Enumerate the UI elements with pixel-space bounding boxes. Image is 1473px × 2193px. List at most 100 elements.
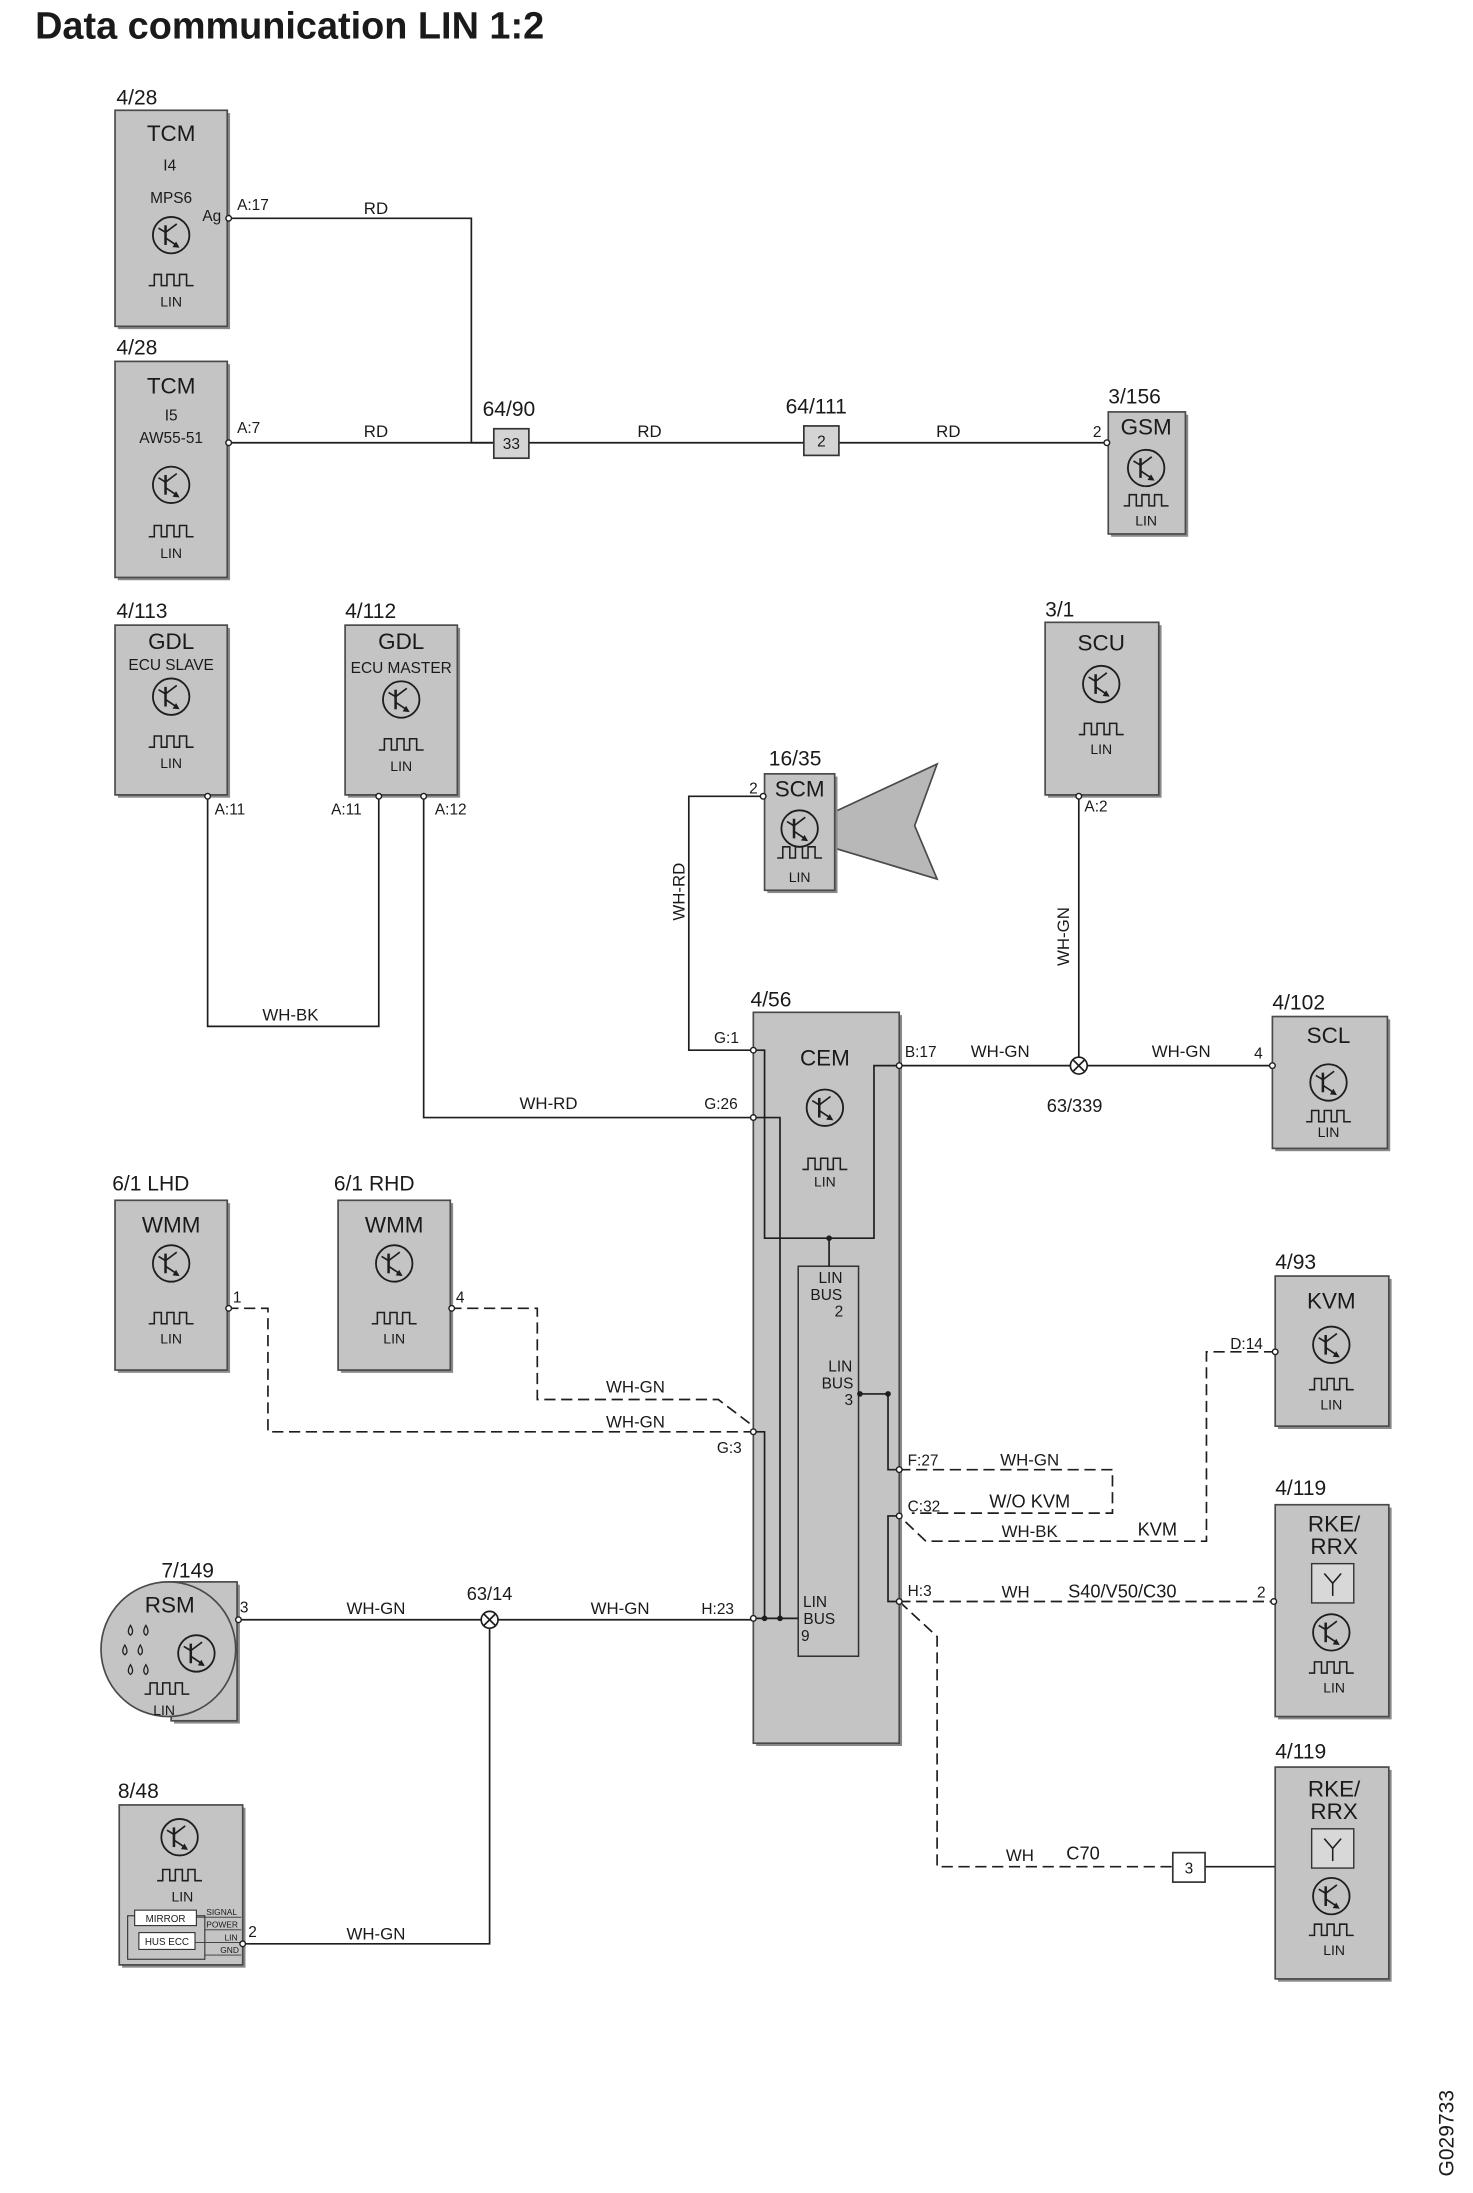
wire-color-label: WH-GN (971, 1042, 1030, 1061)
pin-label-g26: G:26 (704, 1096, 737, 1113)
module-ref: 4/119 (1275, 1741, 1326, 1764)
module-cem: 4/56 CEM LIN LIN BUS 2 LIN BUS 3 (701, 989, 941, 1747)
module-ref: 7/149 (161, 1560, 214, 1583)
connector-pin: 33 (503, 436, 520, 453)
module-name: SCL (1307, 1023, 1351, 1048)
wire-cem-h3-to-conn3 (898, 1600, 1173, 1868)
module-ref: 4/112 (345, 600, 396, 623)
wire-color-label: WH-GN (347, 1925, 406, 1944)
module-wmm-lhd: 6/1 LHD WMM LIN 1 (112, 1172, 242, 1373)
hus-ecc-label: HUS ECC (145, 1937, 189, 1948)
module-ref: 3/156 (1108, 385, 1161, 408)
hus-ecc-box (138, 1932, 196, 1950)
mirror-box (134, 1909, 197, 1927)
module-variant: I4 (163, 158, 176, 175)
lin-bus-9: LIN BUS 9 (801, 1594, 835, 1645)
wire-tcm-i4-rd (227, 217, 494, 444)
lin-label: LIN (160, 294, 182, 310)
wire-color-label: WH-RD (670, 863, 689, 921)
wire-color-label: WH-GN (1152, 1042, 1211, 1061)
lin-label: LIN (1090, 741, 1112, 757)
module-name: GDL (378, 629, 424, 654)
splice-ref: 63/339 (1047, 1095, 1103, 1116)
wire-color-label: WH-GN (347, 1599, 406, 1618)
module-tcm-i5: 4/28 TCM I5 AW55-51 LIN A:7 (114, 336, 260, 581)
module-name: TCM (147, 374, 196, 399)
module-kvm: 4/93 KVM LIN D:14 (1230, 1251, 1392, 1429)
wire-wmm-lhd-to-cem (227, 1307, 754, 1433)
module-name: RSM (145, 1593, 195, 1618)
module-rke-rrx-1: 4/119 RKE/ RRX LIN 2 (1257, 1477, 1392, 1720)
pin-label-b17: B:17 (905, 1044, 937, 1061)
lin-label: LIN (1323, 1942, 1345, 1958)
wire-cem-c32-to-kvm (898, 1350, 1276, 1543)
splice-ref: 63/14 (467, 1583, 513, 1604)
pin-label-g1: G:1 (714, 1030, 739, 1047)
drawing-id: G029733 (1435, 2090, 1458, 2177)
lin-label: LIN (814, 1173, 836, 1189)
module-box (114, 360, 229, 579)
lin-label: LIN (160, 545, 182, 561)
wire-color-label: WH-GN (591, 1599, 650, 1618)
wire-color-label: WH-BK (262, 1006, 319, 1025)
pin-label-c32: C:32 (908, 1499, 941, 1516)
connector-pin: 3 (1185, 1861, 1194, 1878)
lin-label: LIN (160, 755, 182, 771)
module-scu: 3/1 SCU LIN A:2 (1044, 599, 1162, 816)
lin-bus-label: BUS (803, 1611, 835, 1628)
pin-label-f27: F:27 (908, 1452, 939, 1469)
pin-label: 1 (233, 1290, 242, 1307)
module-mirror: 8/48 LIN MIRROR HUS ECC SIGNAL POWER LIN… (118, 1780, 257, 1968)
module-scm: 16/35 SCM LIN 2 (749, 747, 939, 894)
wire-color-label: RD (364, 199, 388, 218)
module-box (1274, 1503, 1390, 1718)
terminal-lin: LIN (224, 1932, 237, 1942)
module-box (114, 1199, 229, 1371)
wire-variant-note: S40/V50/C30 (1068, 1580, 1176, 1601)
module-wmm-rhd: 6/1 RHD WMM LIN 4 (334, 1172, 465, 1373)
module-model: MPS6 (150, 190, 192, 207)
lin-bus-label: BUS (810, 1287, 842, 1304)
pin-label: 2 (1093, 424, 1102, 441)
lin-label: LIN (1135, 513, 1157, 529)
antenna-icon (1310, 1828, 1355, 1869)
pin-label-a12: A:12 (435, 802, 467, 819)
module-name: GDL (148, 629, 194, 654)
terminal-power: POWER (206, 1920, 238, 1930)
rain-drops-icon (122, 1624, 149, 1676)
wire-color-label: RD (637, 422, 661, 441)
wire-mirror-to-splice (242, 1628, 491, 1945)
lin-label: LIN (390, 758, 412, 774)
pin-label-g3: G:3 (717, 1440, 742, 1457)
wire-color-label: WH-GN (1054, 907, 1073, 966)
module-name: TCM (147, 121, 196, 146)
pin-label: 3 (240, 1600, 249, 1617)
wire-variant-note: C70 (1066, 1843, 1099, 1864)
connector-3: 3 (1171, 1851, 1206, 1883)
module-rke-rrx-2: 4/119 RKE/ RRX LIN (1274, 1741, 1392, 1982)
module-subtitle: ECU SLAVE (128, 657, 213, 674)
wire-color-label: WH-GN (1000, 1450, 1059, 1469)
module-box (114, 624, 229, 796)
lin-label: LIN (153, 1702, 175, 1718)
wire-wmm-rhd-to-cem (450, 1307, 754, 1427)
pin-label-a11: A:11 (331, 802, 362, 819)
module-gdl-master: 4/112 GDL ECU MASTER LIN A:11 A:12 (331, 600, 467, 818)
connector-ref: 64/111 (786, 395, 847, 418)
connector-box (1171, 1851, 1206, 1883)
module-variant: I5 (165, 407, 178, 424)
module-model: AW55-51 (139, 430, 203, 447)
module-ref: 3/1 (1045, 599, 1074, 622)
module-ref: 4/93 (1275, 1251, 1316, 1274)
speaker-horn-icon (833, 762, 939, 881)
pin-label: 2 (1257, 1584, 1266, 1601)
lin-label: LIN (1318, 1124, 1340, 1140)
wires (206, 217, 1276, 1945)
wire-color-label: WH-GN (606, 1413, 665, 1432)
lin-bus-number: 3 (844, 1392, 853, 1409)
pin-label: A:7 (237, 420, 260, 437)
lin-bus-2: LIN BUS 2 (810, 1270, 843, 1321)
wire-color-label: WH-RD (520, 1094, 578, 1113)
lin-bus-number: 9 (801, 1628, 810, 1645)
